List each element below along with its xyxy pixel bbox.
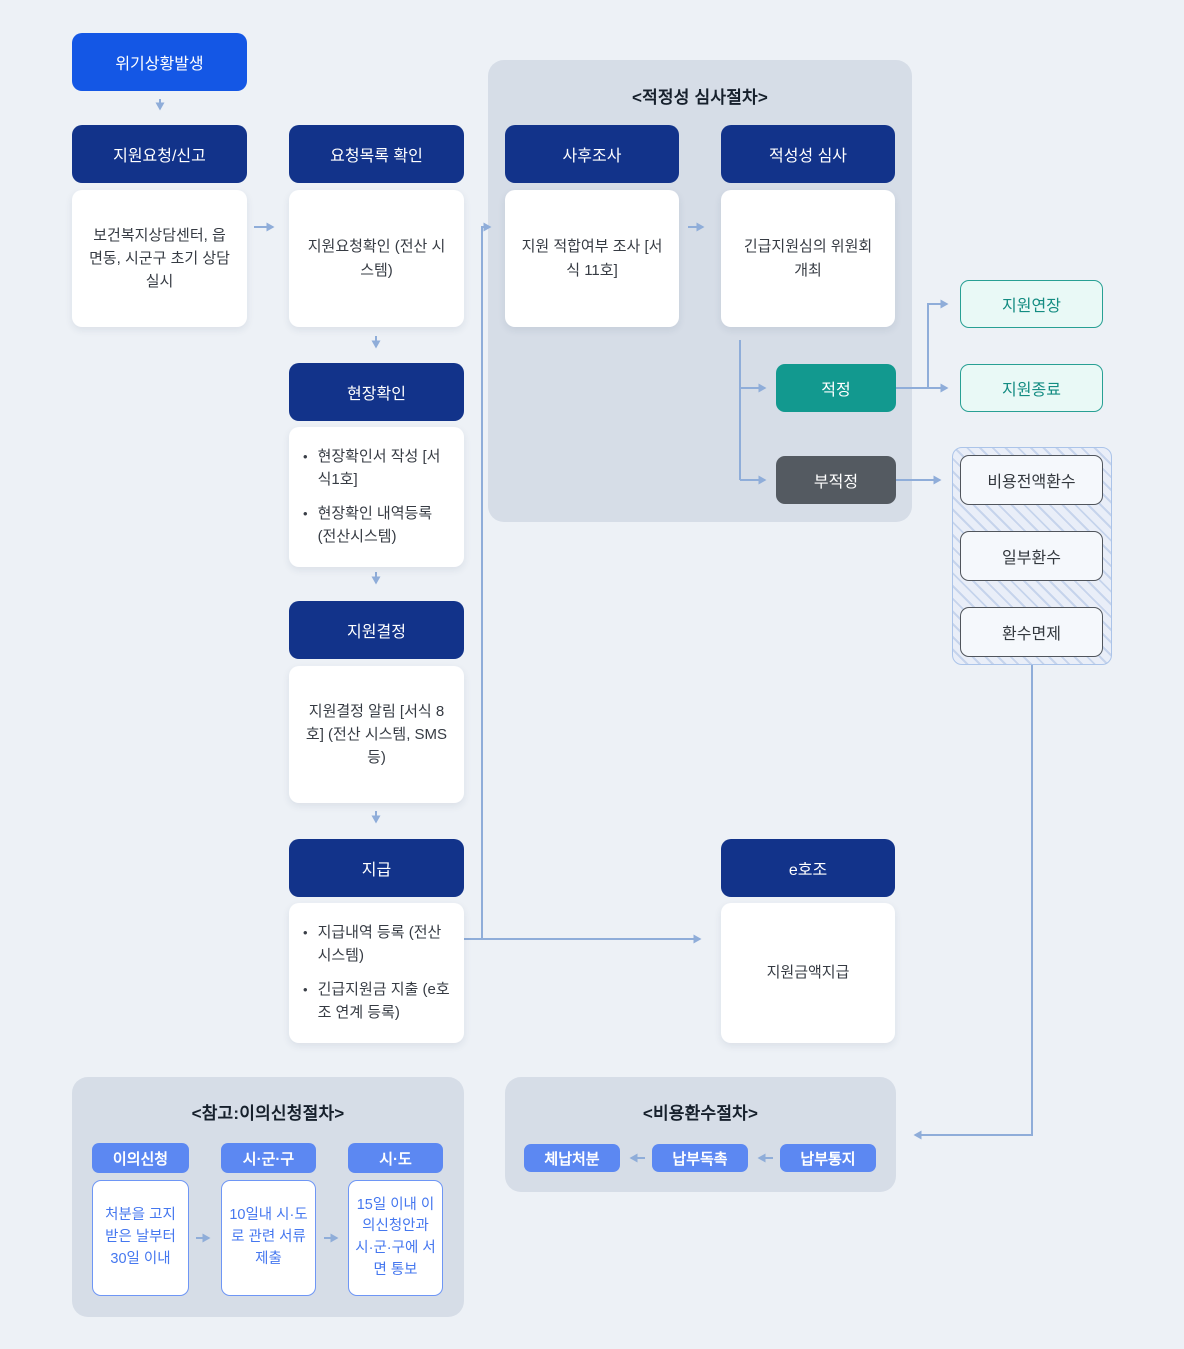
support-termination-box: 지원종료: [960, 364, 1103, 412]
support-decision-body: 지원결정 알림 [서식 8호] (전산 시스템, SMS 등): [289, 666, 464, 803]
recovery-exemption-box: 환수면제: [960, 607, 1103, 657]
appeal-step1-body: 처분을 고지 받은 날부터 30일 이내: [92, 1180, 189, 1296]
appeal-step2-pill: 시·군·구: [221, 1143, 316, 1173]
ehojo-body: 지원금액지급: [721, 903, 895, 1043]
ehojo-header: e호조: [721, 839, 895, 897]
post-investigation-body: 지원 적합여부 조사 [서식 11호]: [505, 190, 679, 327]
appeal-procedure-panel-title: <참고:이의신청절차>: [191, 1104, 345, 1123]
adequacy-review-panel-title: <적정성 심사절차>: [631, 88, 769, 107]
appeal-step2-body: 10일내 시·도로 관련 서류 제출: [221, 1180, 316, 1296]
cost-recovery-panel: <비용환수절차>: [505, 1077, 896, 1192]
payment-bullet-2: • 긴급지원금 지출 (e호조 연계 등록): [303, 981, 450, 1021]
support-request-body: 보건복지상담센터, 읍면동, 시군구 초기 상담 실시: [72, 190, 247, 327]
appeal-step3-body: 15일 이내 이의신청안과 시·군·구에 서면 통보: [348, 1180, 443, 1296]
field-check-bullet-1: • 현장확인서 작성 [서식1호]: [303, 448, 441, 488]
field-check-header: 현장확인: [289, 363, 464, 421]
payment-header: 지급: [289, 839, 464, 897]
arrears-disposition-pill: 체납처분: [524, 1144, 620, 1172]
bullet-icon: •: [303, 506, 308, 521]
request-list-check-body: 지원요청확인 (전산 시스템): [289, 190, 464, 327]
field-check-body: • 현장확인서 작성 [서식1호] • 현장확인 내역등록 (전산시스템): [289, 427, 464, 567]
support-request-header: 지원요청/신고: [72, 125, 247, 183]
adequacy-review-header: 적성성 심사: [721, 125, 895, 183]
cost-recovery-panel-title: <비용환수절차>: [642, 1104, 759, 1123]
bullet-icon: •: [303, 925, 308, 940]
payment-bullet-1: • 지급내역 등록 (전산시스템): [303, 924, 442, 964]
field-check-bullet-2: • 현장확인 내역등록 (전산시스템): [303, 505, 433, 545]
inadequate-chip: 부적정: [776, 456, 896, 504]
post-investigation-header: 사후조사: [505, 125, 679, 183]
adequacy-review-body: 긴급지원심의 위원회 개최: [721, 190, 895, 327]
payment-demand-pill: 납부독촉: [652, 1144, 748, 1172]
payment-body: • 지급내역 등록 (전산시스템) • 긴급지원금 지출 (e호조 연계 등록): [289, 903, 464, 1043]
support-decision-header: 지원결정: [289, 601, 464, 659]
crisis-occurrence-node: 위기상황발생: [72, 33, 247, 91]
partial-recovery-box: 일부환수: [960, 531, 1103, 581]
connector-recovery-options-to-cost-recovery: [913, 665, 1033, 1140]
request-list-check-header: 요청목록 확인: [289, 125, 464, 183]
bullet-icon: •: [303, 449, 308, 464]
appeal-step3-pill: 시·도: [348, 1143, 443, 1173]
payment-notice-pill: 납부통지: [780, 1144, 876, 1172]
appeal-step1-pill: 이의신청: [92, 1143, 189, 1173]
adequate-chip: 적정: [776, 364, 896, 412]
full-cost-recovery-box: 비용전액환수: [960, 455, 1103, 505]
support-extension-box: 지원연장: [960, 280, 1103, 328]
bullet-icon: •: [303, 982, 308, 997]
